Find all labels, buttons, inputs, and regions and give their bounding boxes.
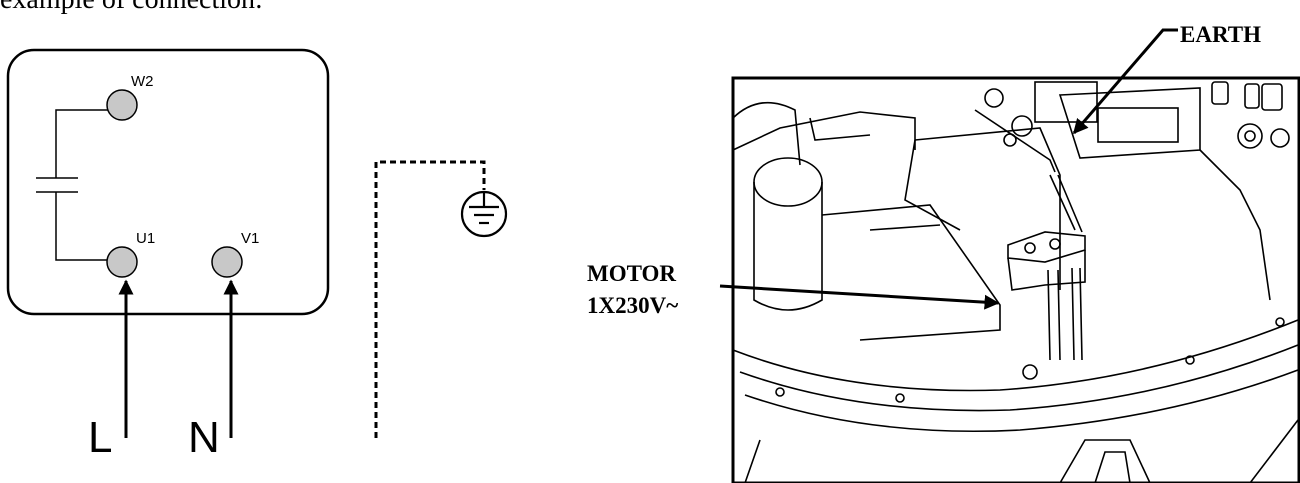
- terminal-v1: [211, 246, 243, 278]
- terminal-box: W2 U1 V1: [6, 48, 330, 316]
- terminal-u1: [106, 246, 138, 278]
- illustration-frame: [731, 76, 1300, 483]
- motor-label-line1: MOTOR: [587, 261, 676, 286]
- ground-icon: [460, 190, 508, 238]
- motor-label-line2: 1X230V~: [587, 293, 678, 318]
- capacitor-symbol: [36, 109, 108, 261]
- terminal-v1-label: V1: [241, 230, 259, 247]
- earth-dashed-wire: [374, 160, 486, 438]
- terminal-w2: [106, 89, 138, 121]
- earth-callout-arrow: [1072, 28, 1178, 135]
- terminal-w2-label: W2: [131, 73, 154, 90]
- terminal-box-outline: [6, 48, 330, 316]
- earth-label: EARTH: [1180, 22, 1261, 47]
- motor-callout-arrow: [719, 284, 1000, 310]
- neutral-label: N: [188, 413, 220, 462]
- intro-text: example of connection:: [0, 0, 263, 16]
- line-label: L: [88, 413, 112, 462]
- pump-illustration: [731, 76, 1300, 483]
- terminal-u1-label: U1: [136, 230, 155, 247]
